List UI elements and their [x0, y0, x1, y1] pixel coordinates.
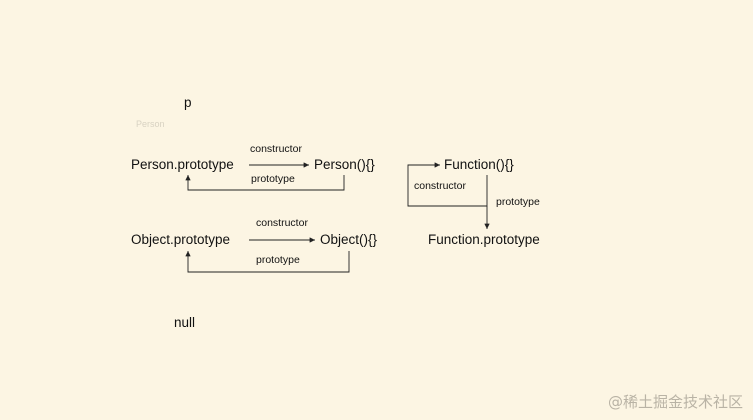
edge-label-object-prototype: prototype — [256, 254, 300, 266]
edge-object-prototype-line — [185, 250, 350, 273]
node-person-ctor: Person(){} — [314, 157, 375, 172]
edge-function-constructor-line — [407, 162, 488, 207]
node-function-prototype: Function.prototype — [428, 232, 540, 247]
edge-label-function-prototype: prototype — [496, 196, 540, 208]
watermark: @稀土掘金技术社区 — [607, 393, 743, 411]
node-object-prototype: Object.prototype — [131, 232, 231, 247]
edge-person-prototype-line — [185, 175, 345, 191]
node-function-ctor: Function(){} — [444, 157, 514, 172]
node-person-prototype: Person.prototype — [131, 157, 234, 172]
node-object-ctor: Object(){} — [320, 232, 378, 247]
edge-label-person-constructor: constructor — [250, 143, 302, 155]
node-p: p — [184, 95, 192, 110]
edge-label-object-constructor: constructor — [256, 217, 308, 229]
node-null: null — [174, 315, 196, 330]
edge-label-person-prototype: prototype — [251, 173, 295, 185]
edge-label-function-constructor: constructor — [414, 180, 466, 192]
node-p-subtitle: Person — [136, 119, 165, 129]
